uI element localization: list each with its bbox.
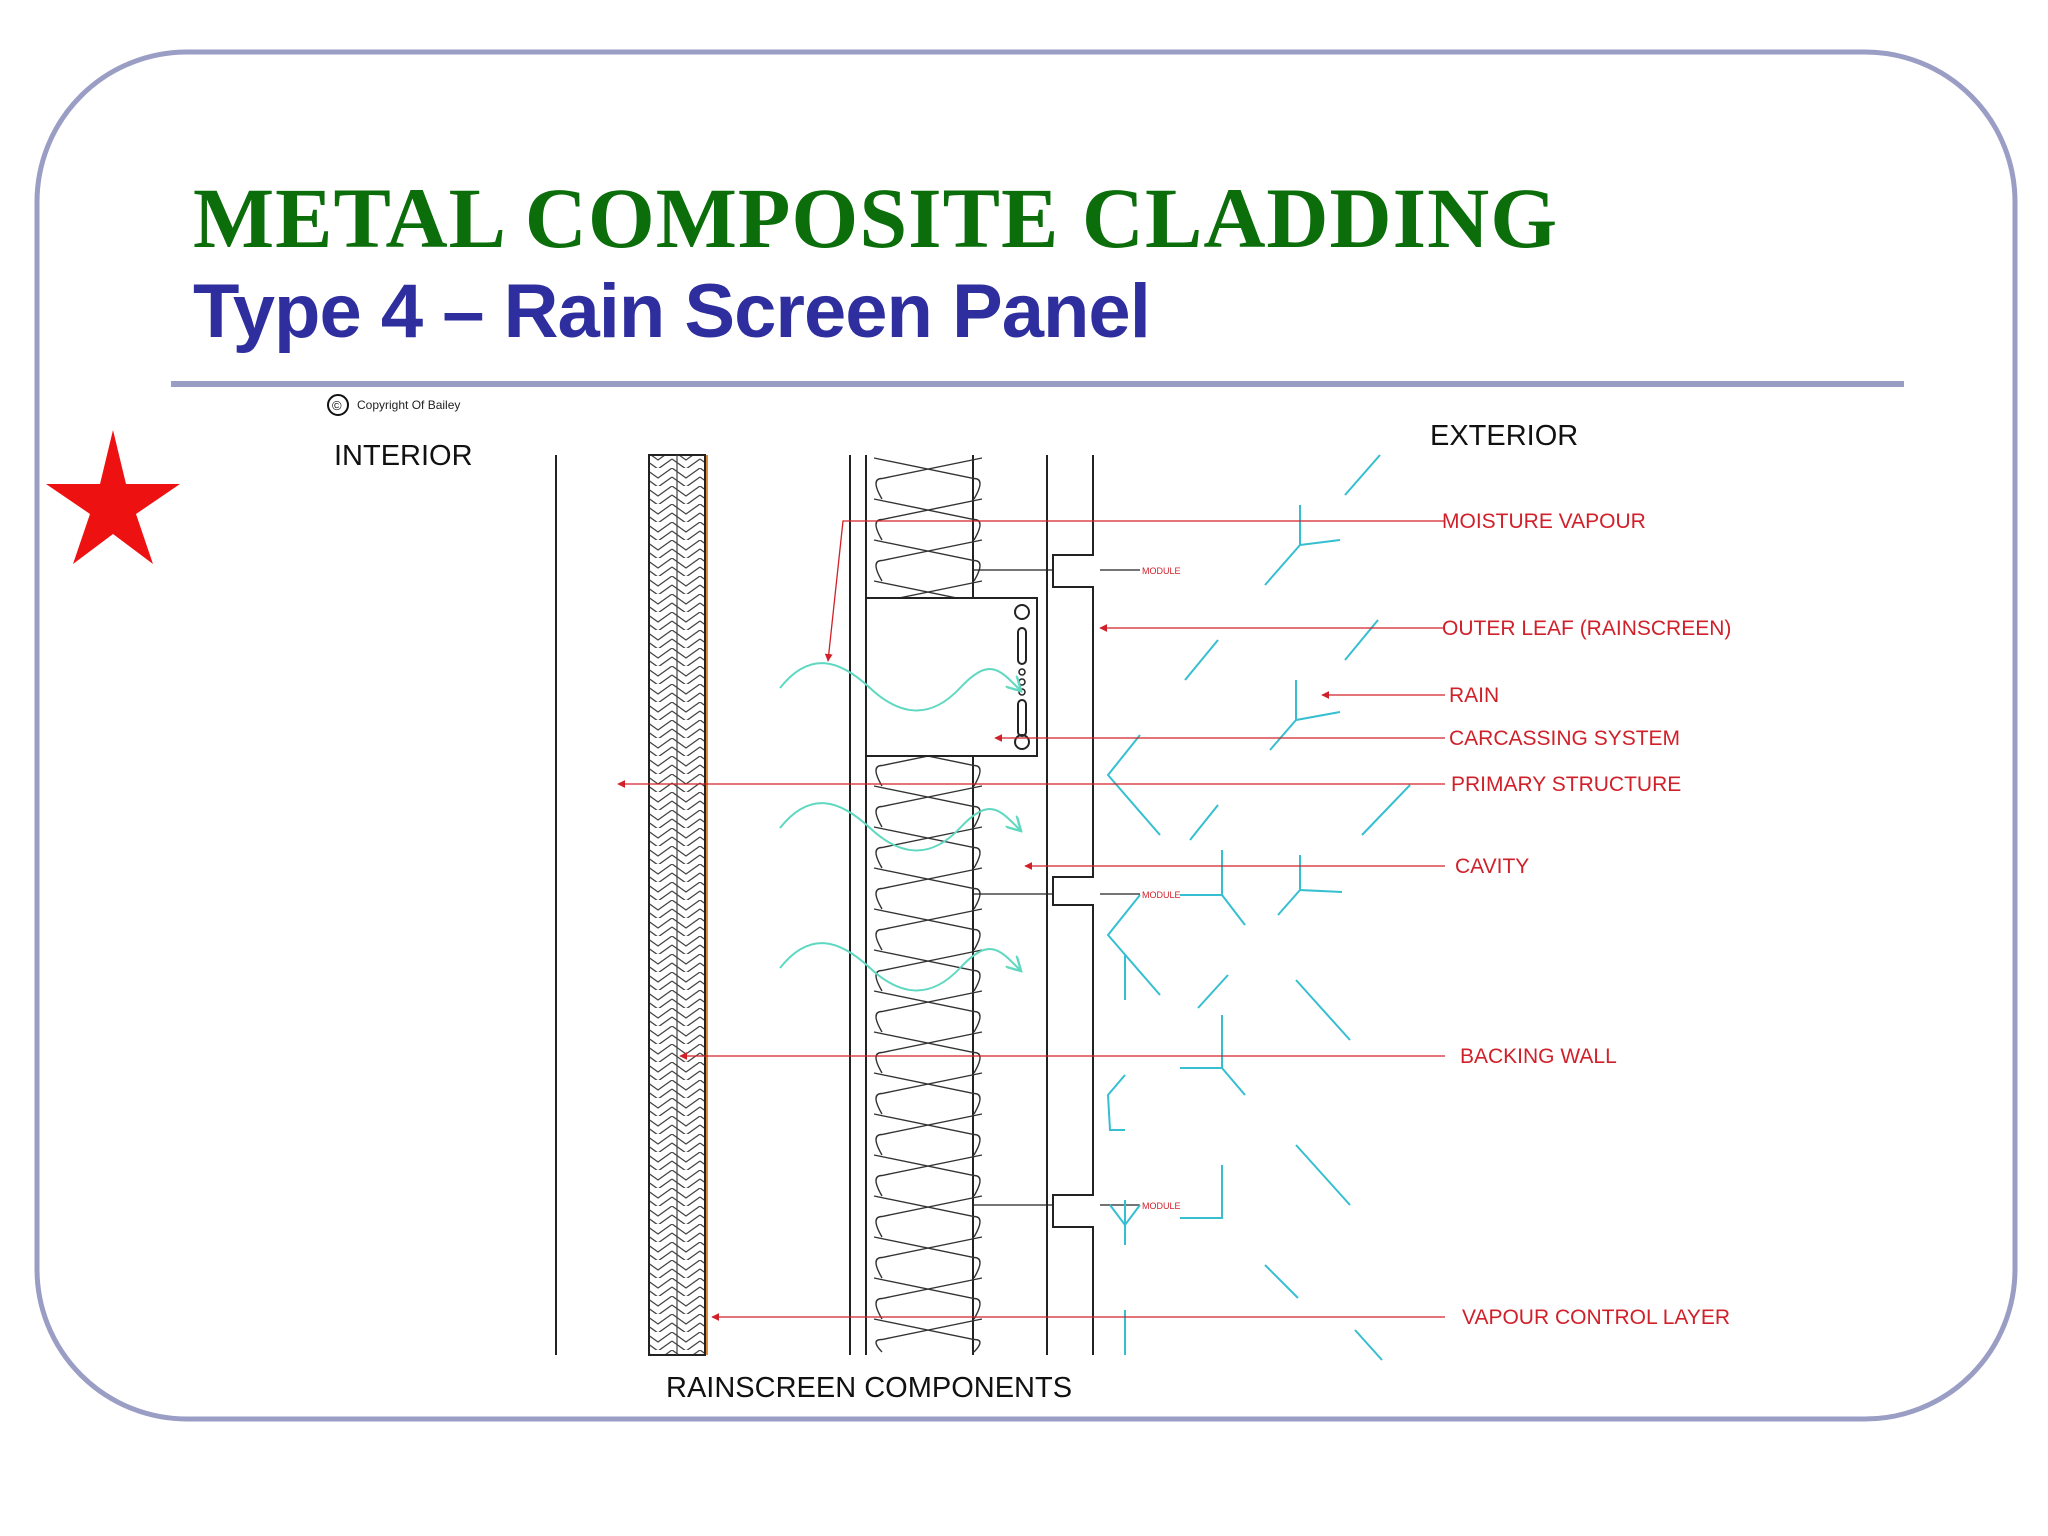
callout-primary-structure: PRIMARY STRUCTURE	[1451, 773, 1681, 796]
insulation-loop	[873, 1318, 983, 1353]
insulation-loop	[873, 1072, 983, 1115]
callout-leaders	[617, 520, 1445, 1321]
copyright-text: Copyright Of Bailey	[357, 398, 460, 412]
insulation-loop	[873, 539, 983, 582]
insulation-loop	[873, 1277, 983, 1320]
insulation-loop	[873, 1154, 983, 1197]
insulation-loop	[873, 949, 983, 992]
rain-strokes	[1106, 454, 1411, 1361]
insulation-loop	[873, 1113, 983, 1156]
callout-moisture-vapour: MOISTURE VAPOUR	[1442, 510, 1646, 533]
insulation-loop	[873, 908, 983, 951]
title-divider	[171, 381, 1904, 387]
module-label-1: MODULE	[1142, 566, 1181, 576]
insulation-loop	[873, 990, 983, 1033]
insulation	[849, 455, 983, 1355]
slide-title: METAL COMPOSITE CLADDING	[193, 170, 1559, 266]
copyright-icon	[327, 394, 349, 416]
star-icon	[46, 430, 180, 564]
insulation-loop	[873, 744, 983, 787]
callout-rain: RAIN	[1449, 684, 1499, 707]
airflow-arrows	[779, 662, 1020, 992]
module-label-3: MODULE	[1142, 1201, 1181, 1211]
insulation-loop	[873, 867, 983, 910]
copyright-symbol: ©	[332, 398, 342, 413]
outer-leaf-panels	[1046, 455, 1094, 1355]
callout-vapour-control-layer: VAPOUR CONTROL LAYER	[1462, 1306, 1730, 1329]
callout-backing-wall: BACKING WALL	[1460, 1045, 1617, 1068]
insulation-loop	[873, 826, 983, 869]
slide-border	[34, 49, 2018, 1422]
insulation-loop	[873, 785, 983, 828]
callout-cavity: CAVITY	[1455, 855, 1529, 878]
callout-outer-leaf: OUTER LEAF (RAINSCREEN)	[1442, 617, 1731, 640]
bottom-label: RAINSCREEN COMPONENTS	[666, 1372, 1072, 1404]
carcassing-bracket	[865, 597, 1038, 757]
insulation-loop	[873, 1236, 983, 1279]
module-label-2: MODULE	[1142, 890, 1181, 900]
callout-carcassing-system: CARCASSING SYSTEM	[1449, 727, 1680, 750]
insulation-loop	[873, 457, 983, 500]
insulation-loop	[873, 498, 983, 541]
module-leaders	[973, 569, 1140, 1206]
insulation-loop	[873, 1195, 983, 1238]
exterior-label: EXTERIOR	[1430, 420, 1578, 452]
slide-subtitle: Type 4 – Rain Screen Panel	[193, 269, 1151, 354]
interior-label: INTERIOR	[334, 440, 473, 472]
backing-wall	[648, 454, 708, 1356]
insulation-loop	[873, 1031, 983, 1074]
